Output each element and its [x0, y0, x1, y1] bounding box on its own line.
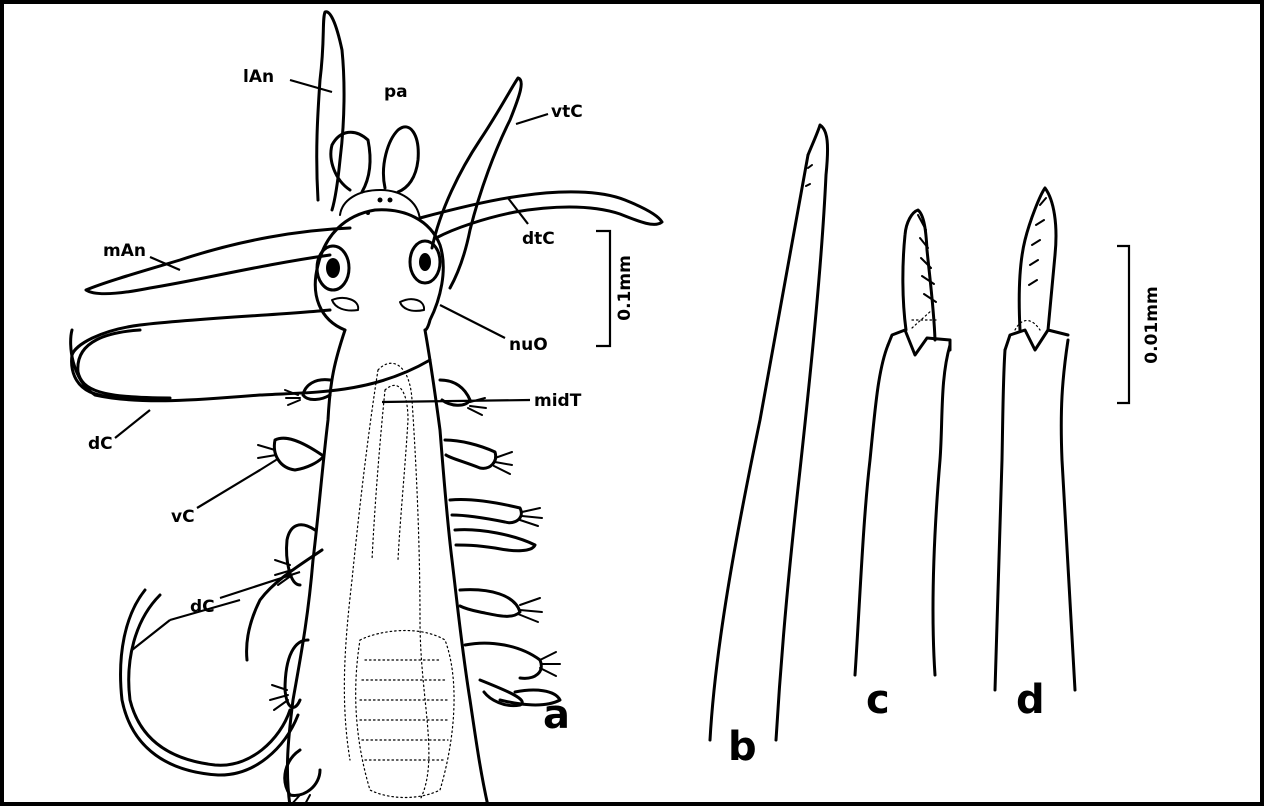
eye-spot [366, 211, 370, 215]
panel-label-a: a [543, 692, 570, 738]
label-mAn: mAn [103, 241, 146, 261]
chaeta-b [710, 125, 828, 740]
label-vC: vC [171, 507, 195, 527]
chaetae-tufts [258, 390, 560, 806]
eye-left-pupil [326, 258, 340, 278]
label-midT: midT [534, 391, 582, 411]
parapodium-right-6 [465, 643, 541, 678]
label-lAn: lAn [243, 67, 274, 87]
eye-spot [388, 198, 393, 203]
nuchal-organ-right [400, 299, 424, 311]
dorsal-cirrus-lower-b [121, 590, 298, 775]
panel-label-b: b [728, 724, 757, 770]
panel-label-c: c [866, 677, 890, 723]
scale-bar-left: 0.1mm [596, 231, 635, 346]
label-dtC: dtC [522, 229, 555, 249]
label-pa: pa [384, 82, 408, 102]
chaeta-d [995, 188, 1075, 690]
midgut-inner [372, 385, 408, 560]
parapodium-right-4 [455, 530, 535, 551]
parapodium-left-2 [274, 438, 322, 470]
parapodium-right-5 [460, 590, 520, 617]
label-vtC: vtC [551, 102, 583, 122]
dorsal-cirrus-1b [71, 330, 430, 401]
eye-spot [378, 198, 383, 203]
scale-bar-right: 0.01mm [1117, 246, 1162, 403]
nuchal-organ-left [332, 298, 358, 310]
scale-bar-right-label: 0.01mm [1142, 286, 1162, 363]
scale-bar-left-label: 0.1mm [615, 255, 635, 321]
label-nuO: nuO [509, 335, 548, 355]
gut-outline [344, 363, 429, 800]
palp-right [383, 127, 418, 192]
ventral-tentacular-cirrus [432, 78, 521, 288]
chaeta-c [855, 210, 950, 675]
parapodium-right-3 [450, 499, 521, 522]
pharynx-teeth [360, 660, 450, 760]
dorsal-cirrus-1 [72, 310, 330, 399]
parapodium-left-1 [303, 380, 330, 400]
label-dC-lower: dC [190, 597, 215, 617]
parapodium-left-5 [285, 750, 320, 795]
eye-right-pupil [419, 253, 431, 271]
parapodium-right-2 [445, 440, 496, 468]
label-dC-upper: dC [88, 434, 113, 454]
panel-label-d: d [1016, 677, 1045, 723]
pharynx-region [356, 631, 454, 798]
